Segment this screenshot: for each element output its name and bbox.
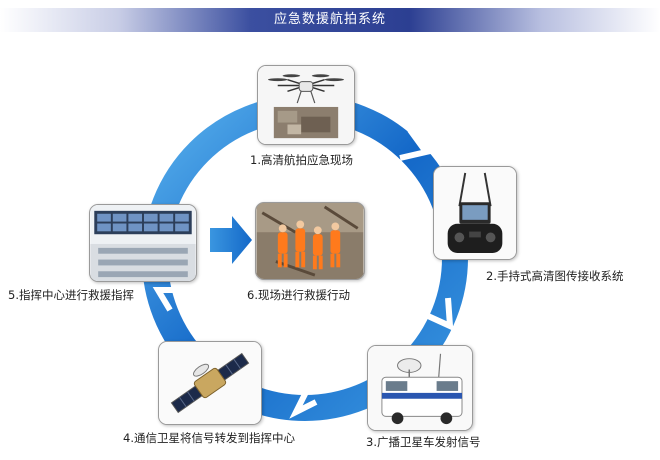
flow-arrow-5-to-6 [210, 216, 252, 264]
step-4-card [158, 341, 262, 425]
command-center-icon [90, 205, 196, 281]
step-5-card [89, 204, 197, 282]
step-2-card [433, 166, 517, 260]
step-5-label: 5.指挥中心进行救援指挥 [8, 288, 134, 302]
controller-icon [434, 167, 516, 259]
step-3-card [367, 345, 473, 431]
rescue-team-icon [256, 203, 364, 279]
ring-chevron-4 [152, 287, 182, 312]
step-4-label: 4.通信卫星将信号转发到指挥中心 [123, 431, 295, 445]
step-1-card [257, 65, 355, 145]
step-3-label: 3.广播卫星车发射信号 [366, 435, 481, 449]
ring-chevron-3 [289, 390, 318, 419]
ring-chevron-2 [426, 297, 454, 331]
step-6-card [255, 202, 365, 280]
ring-chevron-1 [399, 128, 432, 161]
step-6-label: 6.现场进行救援行动 [247, 288, 350, 302]
satellite-icon [159, 342, 261, 424]
page-title: 应急数援航拍系统 [273, 12, 386, 27]
title-bar [0, 8, 660, 32]
step-2-label: 2.手持式高清图传接收系统 [486, 269, 624, 283]
step-1-label: 1.高清航拍应急现场 [250, 153, 353, 167]
drone-icon [258, 66, 354, 144]
satellite-van-icon [368, 346, 472, 430]
